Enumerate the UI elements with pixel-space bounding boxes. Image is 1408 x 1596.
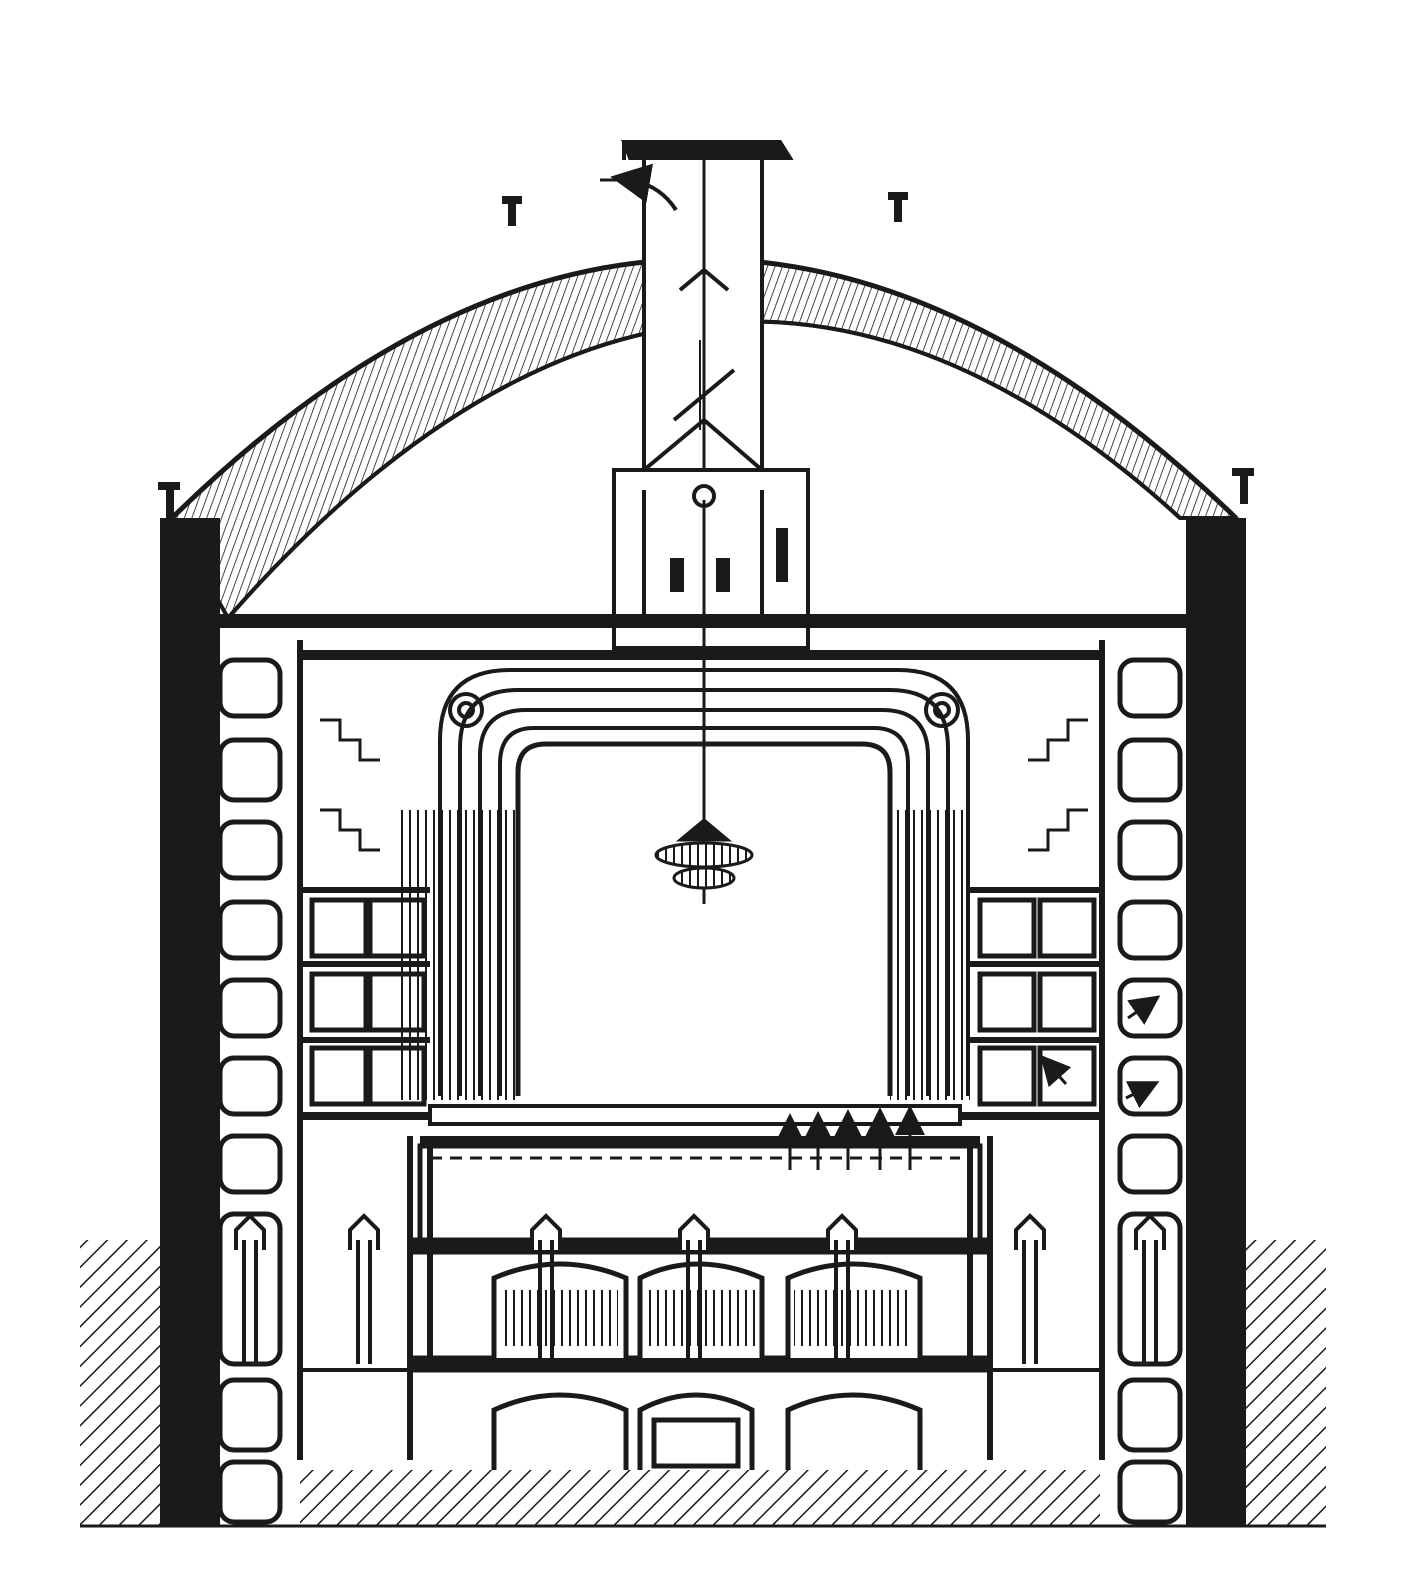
proscenium-arch <box>400 668 970 1100</box>
side-galleries-right <box>960 640 1183 1525</box>
stage-floor <box>420 1104 980 1160</box>
outer-wall-right <box>1186 518 1246 1526</box>
roof-finials <box>158 192 1254 518</box>
ceiling-beam <box>160 614 1246 660</box>
hot-air-flues <box>234 1213 1166 1364</box>
ventilation-chimney <box>600 140 810 650</box>
outer-wall-left <box>160 518 220 1526</box>
inner-partitions <box>300 1136 1102 1460</box>
side-galleries-left <box>217 640 440 1525</box>
ground-hatching <box>80 1240 1326 1528</box>
